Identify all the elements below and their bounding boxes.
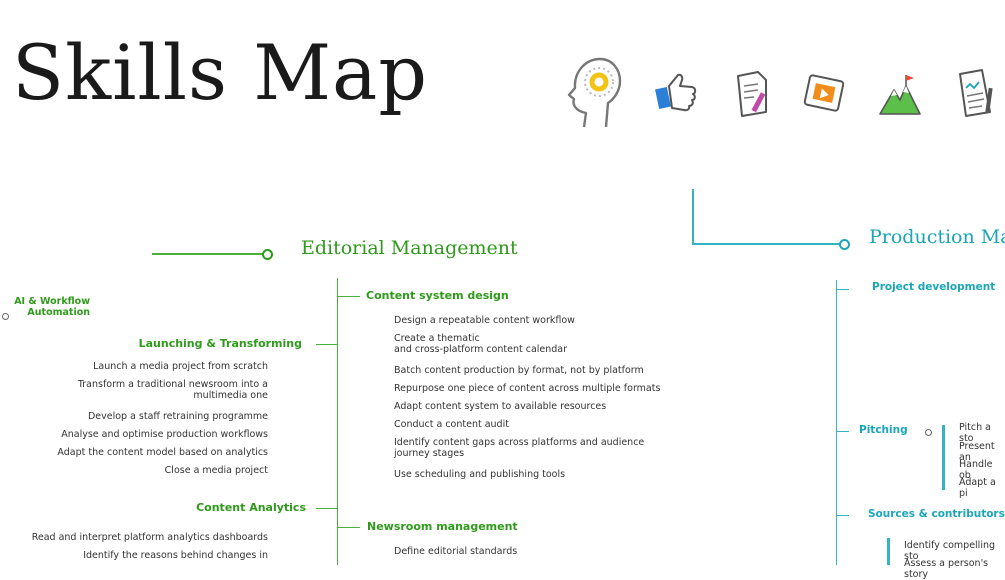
content-system-item: Create a thematic and cross-platform con… bbox=[394, 333, 568, 355]
launching-item: Transform a traditional newsroom into a … bbox=[77, 379, 268, 401]
document-pen-icon bbox=[737, 71, 767, 117]
newsroom-item: Define editorial standards bbox=[394, 546, 518, 557]
project-development-category: Project development bbox=[872, 281, 996, 293]
production-section-title: Production Man bbox=[869, 226, 1005, 248]
ai-workflow-label: AI & Workflow Automation bbox=[14, 296, 90, 318]
content-system-item: Adapt content system to available resour… bbox=[394, 401, 607, 412]
pitching-node bbox=[925, 429, 932, 436]
pitching-item: Pitch a sto bbox=[959, 422, 991, 444]
sources-branch-line bbox=[837, 515, 849, 516]
production-connector-horizontal bbox=[692, 243, 840, 245]
tablet-video-icon bbox=[803, 74, 845, 112]
sources-item: Assess a person's story bbox=[904, 558, 989, 580]
production-connector-vertical bbox=[692, 189, 694, 245]
editorial-connector-line bbox=[152, 253, 263, 255]
content-system-item: Repurpose one piece of content across mu… bbox=[394, 383, 661, 394]
launching-item: Close a media project bbox=[164, 465, 268, 476]
sources-bar bbox=[887, 538, 890, 565]
content-system-category: Content system design bbox=[366, 289, 509, 302]
launching-item: Analyse and optimise production workflow… bbox=[61, 429, 268, 440]
launching-branch-line bbox=[316, 344, 337, 345]
mountain-flag-icon bbox=[879, 75, 921, 115]
production-connector-node bbox=[839, 239, 850, 250]
content-system-branch-line bbox=[338, 296, 360, 297]
pitching-branch-line bbox=[837, 431, 849, 432]
analytics-item: Identify the reasons behind changes in bbox=[83, 550, 268, 561]
launching-category: Launching & Transforming bbox=[138, 337, 302, 350]
content-system-item: Design a repeatable content workflow bbox=[394, 315, 575, 326]
page-title: Skills Map bbox=[12, 28, 428, 117]
analytics-branch-line bbox=[316, 508, 337, 509]
newsroom-branch-line bbox=[338, 527, 360, 528]
report-pen-icon bbox=[959, 69, 993, 117]
pitching-bar bbox=[942, 425, 945, 490]
pitching-category: Pitching bbox=[859, 424, 908, 436]
production-trunk-line bbox=[836, 280, 837, 565]
editorial-section-title: Editorial Management bbox=[301, 237, 518, 259]
editorial-connector-node bbox=[262, 249, 273, 260]
ai-workflow-node bbox=[2, 313, 9, 320]
head-gear-icon bbox=[567, 57, 622, 128]
content-system-item: Use scheduling and publishing tools bbox=[394, 469, 566, 480]
content-analytics-category: Content Analytics bbox=[196, 501, 306, 514]
launching-item: Develop a staff retraining programme bbox=[87, 411, 268, 422]
launching-item: Launch a media project from scratch bbox=[93, 361, 268, 372]
editorial-trunk-line bbox=[337, 278, 338, 565]
sources-item: Identify compelling sto bbox=[904, 540, 996, 562]
content-system-item: Identify content gaps across platforms a… bbox=[394, 437, 645, 459]
content-system-item: Batch content production by format, not … bbox=[394, 365, 644, 376]
sources-category: Sources & contributors bbox=[868, 508, 1005, 520]
pitching-item: Present an bbox=[959, 441, 995, 463]
content-system-item: Conduct a content audit bbox=[394, 419, 509, 430]
pitching-item: Adapt a pi bbox=[959, 477, 996, 499]
newsroom-category: Newsroom management bbox=[367, 520, 518, 533]
launching-item: Adapt the content model based on analyti… bbox=[57, 447, 268, 458]
thumbs-up-icon bbox=[655, 73, 697, 112]
project-dev-branch-line bbox=[837, 289, 849, 290]
pitching-item: Handle ob bbox=[959, 459, 993, 481]
analytics-item: Read and interpret platform analytics da… bbox=[31, 532, 268, 543]
